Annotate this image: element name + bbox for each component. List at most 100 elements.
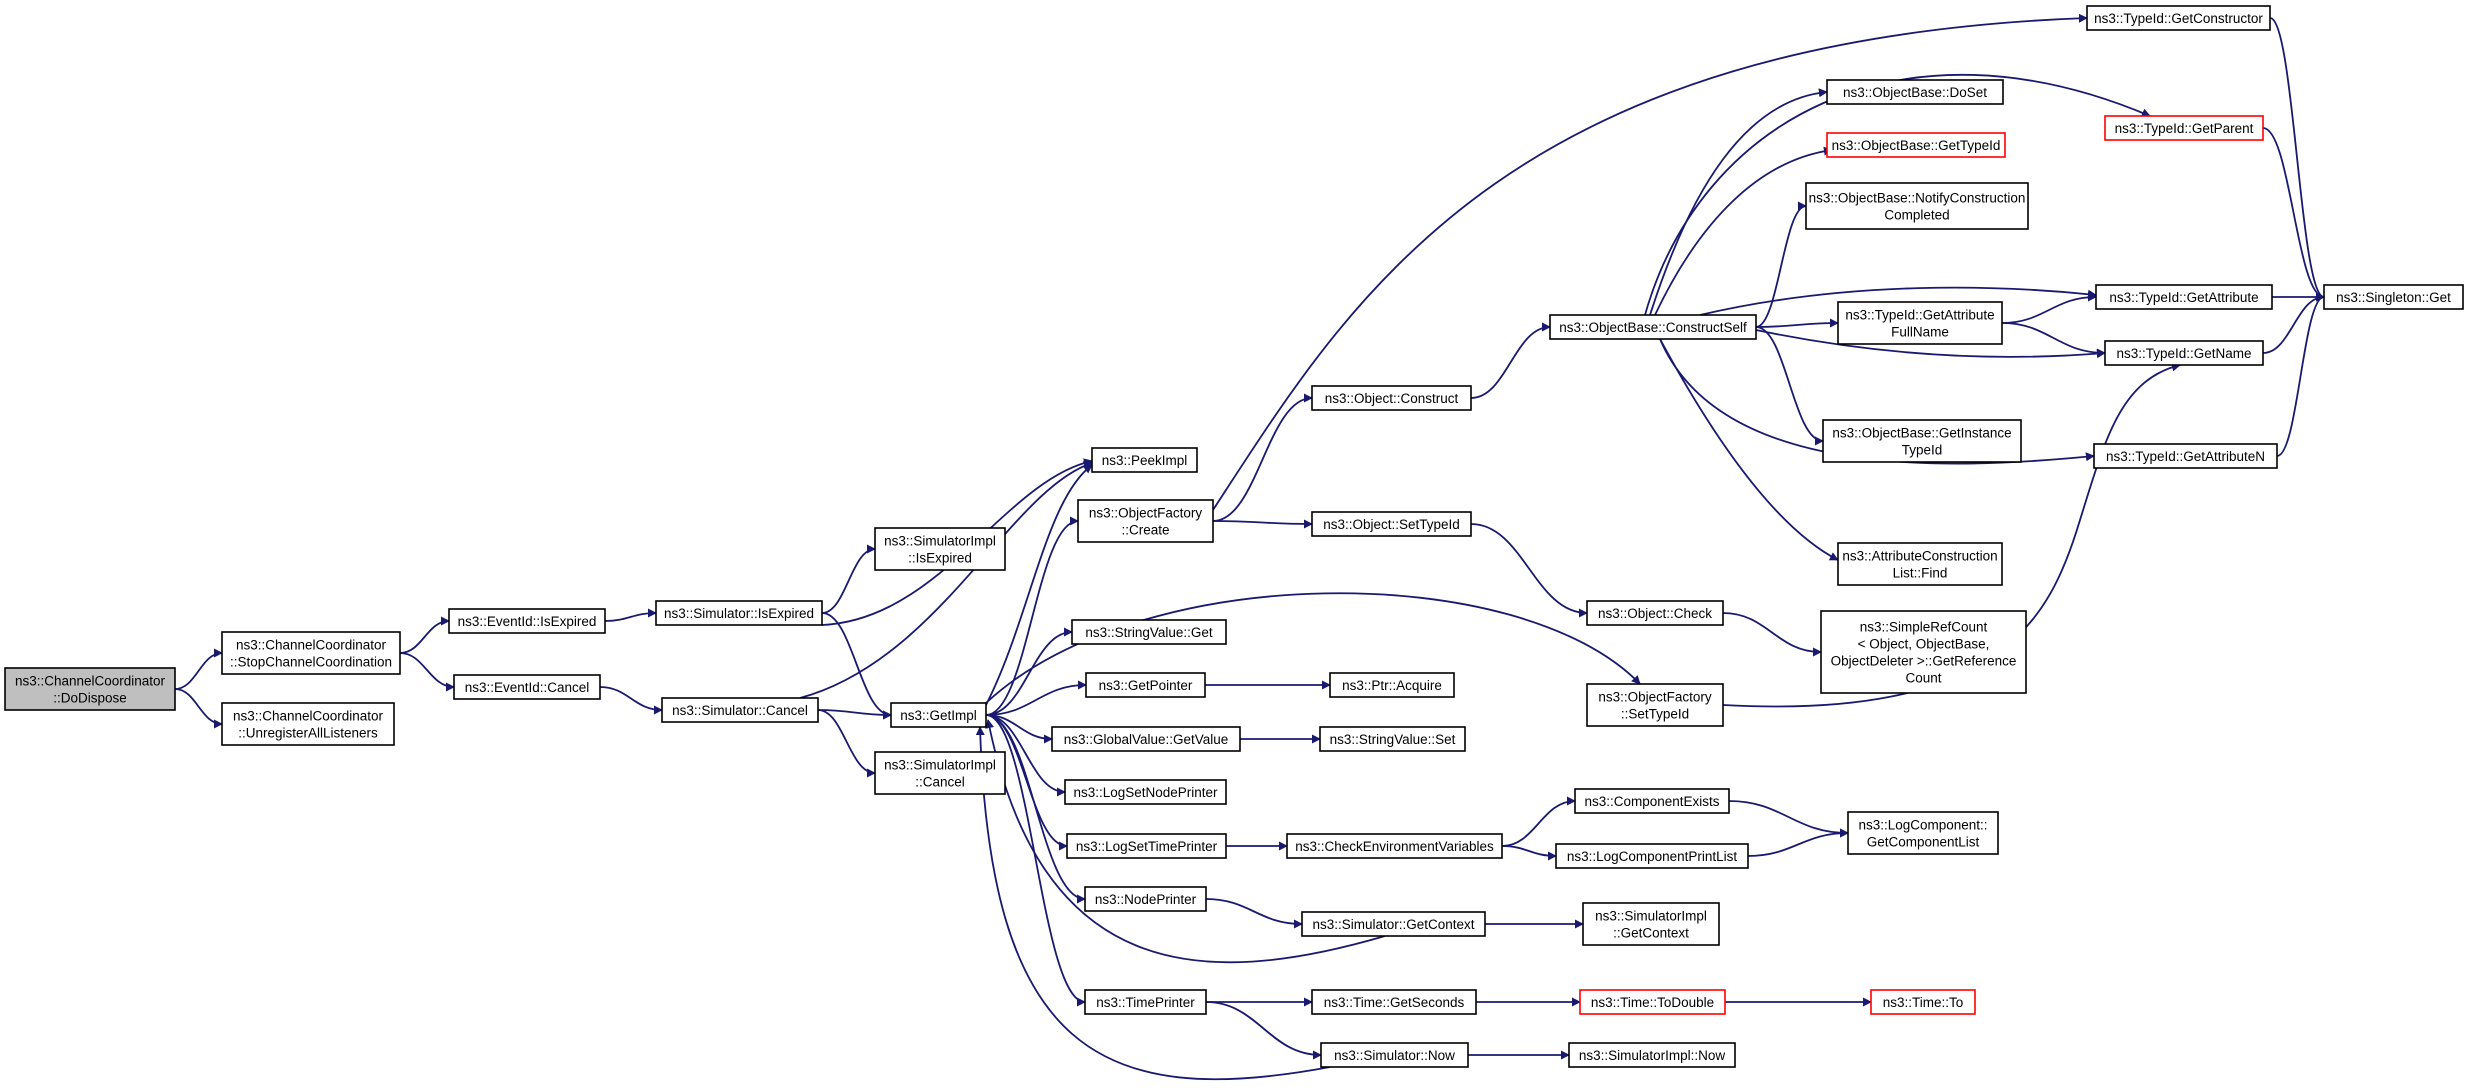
node-label-evcancel-0: ns3::EventId::Cancel [465, 680, 590, 695]
node-label-objsettypeid-0: ns3::Object::SetTypeId [1323, 517, 1460, 532]
node-timetodouble[interactable]: ns3::Time::ToDouble [1579, 989, 1726, 1015]
node-objbasenotify[interactable]: ns3::ObjectBase::NotifyConstructionCompl… [1805, 182, 2029, 230]
node-ptracquire[interactable]: ns3::Ptr::Acquire [1329, 672, 1455, 698]
node-objconstruct[interactable]: ns3::Object::Construct [1311, 385, 1472, 411]
node-ofsettypeid[interactable]: ns3::ObjectFactory::SetTypeId [1586, 683, 1724, 727]
node-simimplisexpired[interactable]: ns3::SimulatorImpl::IsExpired [874, 527, 1006, 571]
node-simplerefcount[interactable]: ns3::SimpleRefCount< Object, ObjectBase,… [1820, 610, 2027, 694]
node-nodeprinter[interactable]: ns3::NodePrinter [1084, 886, 1207, 912]
node-box-simgetcontext [1301, 911, 1486, 937]
node-stopcc[interactable]: ns3::ChannelCoordinator::StopChannelCoor… [221, 631, 401, 675]
node-typeidgetparent[interactable]: ns3::TypeId::GetParent [2104, 115, 2264, 141]
node-timeto[interactable]: ns3::Time::To [1870, 989, 1976, 1015]
node-objbaseconstructself[interactable]: ns3::ObjectBase::ConstructSelf [1549, 314, 1757, 340]
node-label-stopcc-0: ns3::ChannelCoordinator [236, 638, 387, 653]
edge-typeidgetattrfullname-to-typeidgetattribute [2001, 292, 2097, 324]
node-ofcreate[interactable]: ns3::ObjectFactory::Create [1077, 499, 1214, 543]
node-label-objbasegetinstance-0: ns3::ObjectBase::GetInstance [1832, 426, 2011, 441]
node-simimplnow[interactable]: ns3::SimulatorImpl::Now [1568, 1042, 1736, 1068]
node-box-timegetseconds [1311, 989, 1477, 1015]
node-label-ofcreate-1: ::Create [1121, 523, 1169, 538]
node-compexists[interactable]: ns3::ComponentExists [1574, 788, 1730, 814]
node-objsettypeid[interactable]: ns3::Object::SetTypeId [1311, 511, 1472, 537]
edge-typeidgetparent-to-singletonget [2262, 127, 2325, 302]
node-singletonget[interactable]: ns3::Singleton::Get [2323, 284, 2464, 310]
node-simgetcontext[interactable]: ns3::Simulator::GetContext [1301, 911, 1486, 937]
node-simimplcancel[interactable]: ns3::SimulatorImpl::Cancel [874, 751, 1006, 795]
node-label-stopcc-1: ::StopChannelCoordination [230, 655, 392, 670]
edge-simcancel-to-getimpl [817, 709, 892, 720]
node-label-peekimpl-0: ns3::PeekImpl [1102, 453, 1188, 468]
node-logsetnodeprinter[interactable]: ns3::LogSetNodePrinter [1064, 779, 1227, 805]
node-strvalget[interactable]: ns3::StringValue::Get [1071, 619, 1227, 645]
node-simcancel[interactable]: ns3::Simulator::Cancel [661, 697, 819, 723]
node-label-simplerefcount-1: < Object, ObjectBase, [1858, 637, 1990, 652]
node-logsettimeprinter[interactable]: ns3::LogSetTimePrinter [1066, 833, 1227, 859]
node-label-objbasenotify-1: Completed [1884, 208, 1949, 223]
node-label-simisexpired-0: ns3::Simulator::IsExpired [664, 606, 814, 621]
node-label-simgetcontext-0: ns3::Simulator::GetContext [1312, 917, 1474, 932]
node-dodispose[interactable]: ns3::ChannelCoordinator::DoDispose [4, 667, 176, 711]
node-box-logcompprintlist [1555, 843, 1749, 869]
node-label-simplerefcount-0: ns3::SimpleRefCount [1860, 620, 1988, 635]
node-timeprinter[interactable]: ns3::TimePrinter [1084, 989, 1207, 1015]
node-box-simisexpired [655, 600, 823, 626]
node-objbasedoset[interactable]: ns3::ObjectBase::DoSet [1826, 79, 2004, 105]
node-gvgetvalue[interactable]: ns3::GlobalValue::GetValue [1051, 726, 1241, 752]
node-label-nodeprinter-0: ns3::NodePrinter [1095, 892, 1197, 907]
node-box-typeidgetattributen [2093, 443, 2278, 469]
node-typeidgetconstructor[interactable]: ns3::TypeId::GetConstructor [2086, 5, 2271, 31]
edge-getimpl-to-ofcreate [985, 516, 1079, 716]
edge-timeprinter-to-simnow [1205, 1001, 1322, 1060]
node-objcheck[interactable]: ns3::Object::Check [1586, 600, 1724, 626]
node-simisexpired[interactable]: ns3::Simulator::IsExpired [655, 600, 823, 626]
node-typeidgetname[interactable]: ns3::TypeId::GetName [2104, 340, 2264, 366]
node-label-objbasedoset-0: ns3::ObjectBase::DoSet [1843, 85, 1987, 100]
node-simimplgetcontext[interactable]: ns3::SimulatorImpl::GetContext [1582, 902, 1720, 946]
node-timegetseconds[interactable]: ns3::Time::GetSeconds [1311, 989, 1477, 1015]
node-objbasegettypeid[interactable]: ns3::ObjectBase::GetTypeId [1826, 132, 2006, 158]
node-label-unregall-1: ::UnregisterAllListeners [238, 726, 378, 741]
node-label-dodispose-1: ::DoDispose [53, 691, 127, 706]
node-box-simimplnow [1568, 1042, 1736, 1068]
node-box-simplerefcount [1820, 610, 2027, 694]
node-label-logcompgetlist-0: ns3::LogComponent:: [1858, 818, 1987, 833]
edge-dodispose-to-unregall [174, 688, 223, 729]
node-label-simimplisexpired-1: ::IsExpired [908, 551, 972, 566]
node-typeidgetattributen[interactable]: ns3::TypeId::GetAttributeN [2093, 443, 2278, 469]
node-strvalset[interactable]: ns3::StringValue::Set [1319, 726, 1466, 752]
node-box-objbasegetinstance [1822, 419, 2022, 463]
node-box-typeidgetparent [2104, 115, 2264, 141]
edge-typeidgetattrfullname-to-typeidgetname [2001, 322, 2106, 358]
edge-getimpl-to-getpointer [985, 680, 1087, 716]
node-label-typeidgetconstructor-0: ns3::TypeId::GetConstructor [2094, 11, 2263, 26]
node-logcompgetlist[interactable]: ns3::LogComponent::GetComponentList [1847, 811, 1999, 855]
node-box-evisexpired [448, 608, 606, 634]
node-evcancel[interactable]: ns3::EventId::Cancel [453, 674, 601, 700]
node-unregall[interactable]: ns3::ChannelCoordinator::UnregisterAllLi… [221, 702, 395, 746]
node-label-simplerefcount-2: ObjectDeleter >::GetReference [1831, 654, 2017, 669]
edge-ofsettypeid-to-typeidgetname [1722, 362, 2181, 708]
node-getimpl[interactable]: ns3::GetImpl [890, 702, 987, 728]
node-typeidgetattribute[interactable]: ns3::TypeId::GetAttribute [2095, 284, 2273, 310]
node-simnow[interactable]: ns3::Simulator::Now [1320, 1042, 1469, 1068]
node-peekimpl[interactable]: ns3::PeekImpl [1091, 447, 1198, 473]
edge-simisexpired-to-getimpl [821, 612, 892, 720]
node-box-nodeprinter [1084, 886, 1207, 912]
node-label-typeidgetname-0: ns3::TypeId::GetName [2116, 346, 2251, 361]
edge-objcheck-to-simplerefcount [1722, 612, 1822, 657]
node-label-singletonget-0: ns3::Singleton::Get [2336, 290, 2451, 305]
node-box-typeidgetattribute [2095, 284, 2273, 310]
node-label-timeprinter-0: ns3::TimePrinter [1096, 995, 1195, 1010]
node-evisexpired[interactable]: ns3::EventId::IsExpired [448, 608, 606, 634]
edge-getimpl-to-logsetnodeprinter [985, 714, 1066, 797]
node-getpointer[interactable]: ns3::GetPointer [1085, 672, 1206, 698]
node-box-simnow [1320, 1042, 1469, 1068]
node-checkenv[interactable]: ns3::CheckEnvironmentVariables [1286, 833, 1503, 859]
edge-getimpl-to-timeprinter [985, 714, 1086, 1007]
node-logcompprintlist[interactable]: ns3::LogComponentPrintList [1555, 843, 1749, 869]
